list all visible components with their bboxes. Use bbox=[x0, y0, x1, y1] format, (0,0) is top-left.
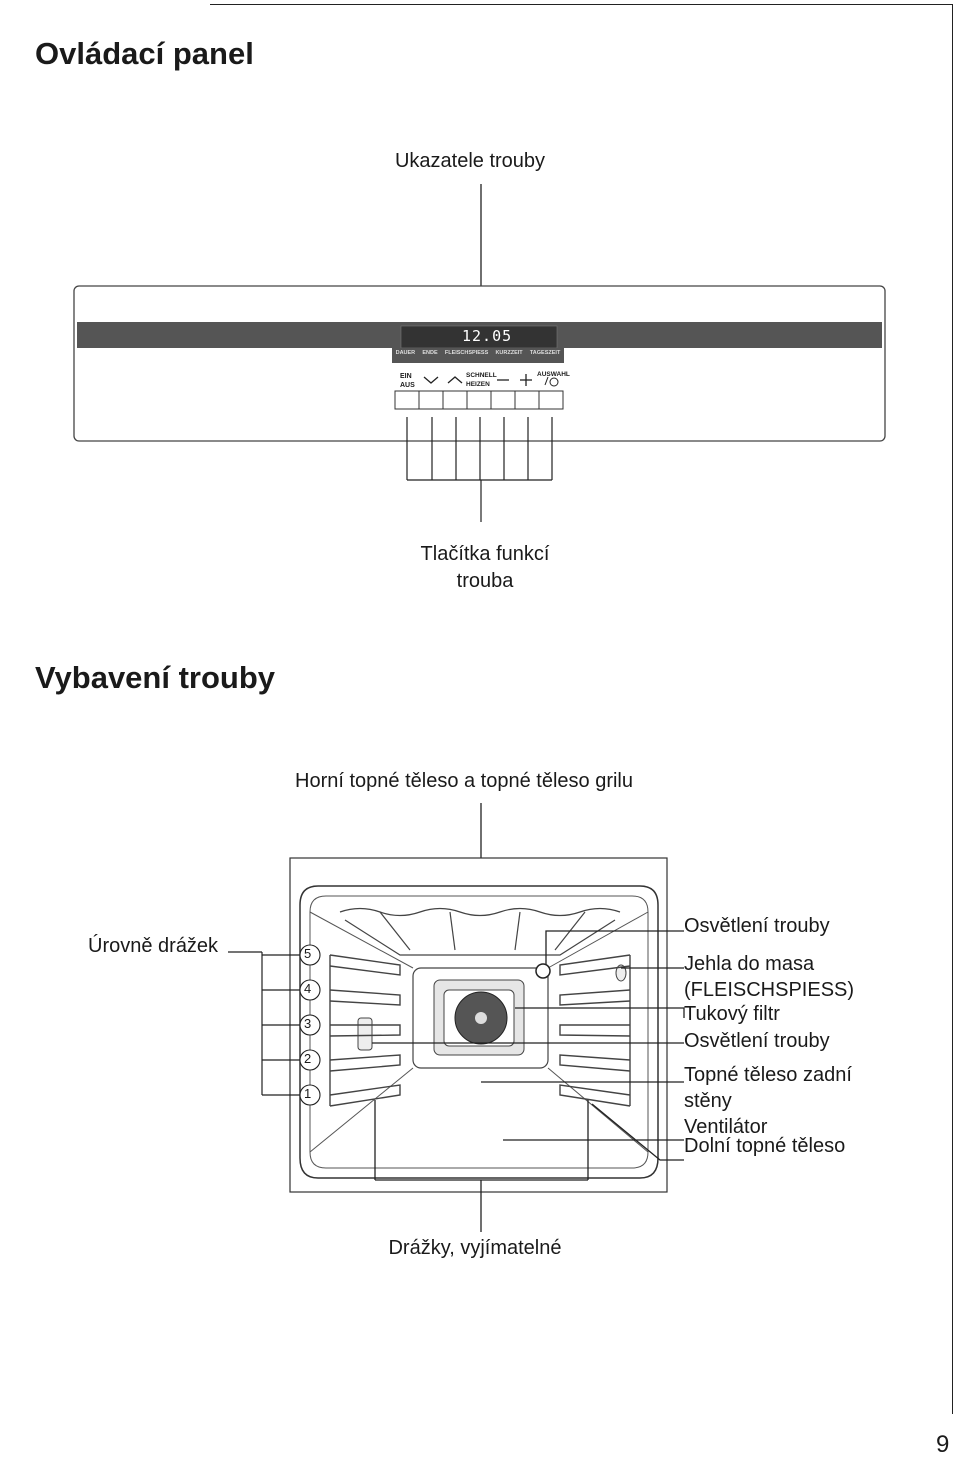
label-rear-heating-line2: stěny bbox=[684, 1090, 732, 1112]
button-label-schnell-heizen: SCHNELL HEIZEN bbox=[466, 371, 497, 389]
section-title-control-panel: Ovládací panel bbox=[35, 36, 254, 71]
page-number: 9 bbox=[936, 1431, 950, 1458]
label-grease-filter: Tukový filtr bbox=[684, 1003, 780, 1025]
right-leaders bbox=[372, 930, 685, 1161]
page-frame-top bbox=[210, 4, 952, 5]
level-markers bbox=[299, 944, 321, 1106]
indicator-kurzzeit: KURZZEIT bbox=[495, 350, 523, 356]
function-buttons bbox=[394, 390, 564, 410]
indicator-tageszeit: TAGESZEIT bbox=[529, 350, 561, 356]
button-7 bbox=[538, 390, 564, 410]
right-rails bbox=[559, 954, 631, 1107]
label-meat-probe: Jehla do masa bbox=[684, 953, 815, 975]
label-ein: EIN bbox=[400, 373, 412, 380]
probe-icon bbox=[544, 376, 549, 386]
label-fan: Ventilátor bbox=[684, 1116, 768, 1138]
label-function-buttons-line2: trouba bbox=[456, 570, 514, 592]
level-number-5: 5 bbox=[304, 946, 312, 961]
meat-probe-socket-icon bbox=[615, 964, 627, 982]
chevron-up-icon bbox=[447, 376, 463, 384]
clock-icon bbox=[549, 377, 559, 387]
button-leaders bbox=[406, 417, 553, 522]
indicator-fleischspiess: FLEISCHSPIESS bbox=[444, 350, 489, 356]
indicator-labels: DAUER ENDE FLEISCHSPIESS KURZZEIT TAGESZ… bbox=[392, 350, 564, 356]
indicator-dauer: DAUER bbox=[395, 350, 416, 356]
label-rear-heating: Topné těleso zadní bbox=[684, 1064, 852, 1086]
button-label-ein-aus: EIN AUS bbox=[400, 372, 415, 390]
oven-cavity bbox=[299, 885, 659, 1179]
label-removable-rails: Drážky, vyjímatelné bbox=[388, 1237, 562, 1259]
label-oven-indicators: Ukazatele trouby bbox=[394, 150, 546, 172]
lamp-side-icon bbox=[357, 1017, 373, 1051]
levels-bracket bbox=[228, 951, 300, 1096]
label-bottom-heating: Dolní topné těleso bbox=[684, 1135, 846, 1157]
level-number-1: 1 bbox=[304, 1086, 312, 1101]
chevron-down-icon bbox=[423, 376, 439, 384]
label-function-buttons: Tlačítka funkcí trouba bbox=[380, 541, 590, 595]
label-oven-light-top: Osvětlení trouby bbox=[684, 915, 830, 937]
level-number-2: 2 bbox=[304, 1051, 312, 1066]
lamp-top-icon bbox=[535, 963, 551, 979]
level-number-3: 3 bbox=[304, 1016, 312, 1031]
level-number-4: 4 bbox=[304, 981, 312, 996]
page-frame-right bbox=[952, 4, 953, 1414]
label-top-heating: Horní topné těleso a topné těleso grilu bbox=[295, 770, 633, 792]
label-oven-light-side: Osvětlení trouby bbox=[684, 1030, 830, 1052]
label-heizen: HEIZEN bbox=[466, 381, 490, 388]
label-rack-levels: Úrovně drážek bbox=[88, 935, 219, 957]
button-label-auswahl: AUSWAHL bbox=[537, 371, 570, 378]
display-time: 12.05 bbox=[462, 327, 513, 345]
label-schnell: SCHNELL bbox=[466, 372, 497, 379]
oven-cavity-inner bbox=[309, 895, 649, 1169]
indicator-ende: ENDE bbox=[422, 350, 438, 356]
indicator-strip bbox=[392, 348, 564, 363]
section-title-equipment: Vybavení trouby bbox=[35, 660, 276, 695]
label-aus: AUS bbox=[400, 382, 415, 389]
left-rails bbox=[329, 954, 401, 1107]
label-meat-probe-german: (FLEISCHSPIESS) bbox=[684, 979, 855, 1001]
rails-bracket bbox=[374, 1100, 589, 1232]
label-function-buttons-line1: Tlačítka funkcí bbox=[420, 543, 550, 565]
